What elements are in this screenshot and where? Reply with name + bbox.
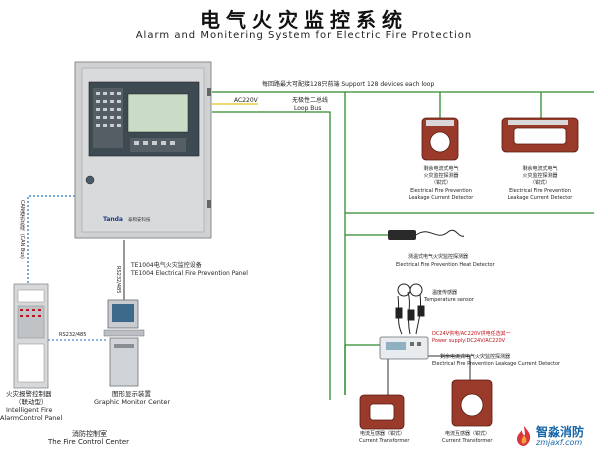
temp-sensor-cn: 温度传感器: [432, 290, 458, 296]
panel-key-lock: [85, 175, 95, 185]
loop-bus-label-en: Loop Bus: [294, 105, 322, 112]
center-cn: 消防控制室: [72, 430, 107, 438]
loop-bus-main: [212, 91, 346, 395]
leakage-detector-right: [501, 117, 579, 153]
power-supply-cn: DC24V供电/AC220V供电任选其一: [432, 331, 511, 337]
title-cn: 电气火灾监控系统: [200, 8, 408, 32]
ct-left-en: Current Transformer: [359, 438, 410, 444]
heat-detector-cn: 测温式电气火灾监控探测器: [408, 254, 469, 260]
leakage-left-cn3: （钳式）: [430, 180, 451, 186]
ac220v-label: AC220V: [234, 97, 258, 104]
leakage-module-cn: 剩余电流式电气火灾监控探测器: [440, 354, 511, 360]
panel-name-en: TE1004 Electrical Fire Prevention Panel: [131, 270, 248, 277]
loop-bus-label-cn: 无极性二总线: [292, 97, 329, 104]
panel-name-cn: TE1004电气火灾监控设备: [131, 262, 202, 269]
watermark-cn: 智淼消防: [536, 425, 585, 439]
ct-left-cn: 电流互感器（钳式）: [360, 431, 406, 437]
monitor-cn: 图形显示装置: [112, 390, 151, 398]
leakage-detector-module: [379, 336, 429, 360]
panel-brand-sub: 泰和安科技: [128, 218, 151, 223]
leakage-right-cn2: 火灾监控探测器: [522, 173, 558, 179]
loop-bus-inner: [212, 111, 331, 400]
leakage-left-cn2: 火灾监控探测器: [423, 173, 459, 179]
leakage-right-en2: Leakage Current Detector: [507, 195, 573, 201]
ct-cable-right: [420, 355, 471, 380]
temperature-sensor-probes: [395, 283, 425, 335]
panel-brand: Tanda: [103, 216, 123, 223]
leakage-left-en1: Electrical Fire Prevention: [410, 188, 472, 194]
rs232-horizontal-label: RS232/485: [59, 332, 87, 338]
rs232-vertical-label: RS232/485: [115, 266, 121, 294]
center-en: The Fire Control Center: [48, 438, 130, 446]
leakage-right-en1: Electrical Fire Prevention: [509, 188, 571, 194]
can-bus-wire: [27, 195, 75, 283]
fire-panel-cn1: 火灾报警控制器: [6, 390, 52, 398]
leakage-detector-left: [421, 117, 459, 161]
current-transformer-left: [359, 394, 405, 430]
fire-alarm-panel: [13, 283, 49, 389]
watermark-en: zmjaxf.com: [536, 438, 583, 447]
power-supply-en: Power supply:DC24V/AC220V: [432, 338, 506, 344]
watermark-logo: 智淼消防 zmjaxf.com: [514, 423, 600, 449]
current-transformer-right: [451, 379, 493, 427]
bus-capacity-label: 每回路最大可配接128只前端 Support 128 devices each …: [262, 81, 435, 88]
monitoring-panel-cabinet: [74, 61, 212, 239]
title-en: Alarm and Monitering System for Electric…: [135, 30, 473, 41]
leakage-left-en2: Leakage Current Detector: [408, 195, 474, 201]
leakage-left-cn1: 剩余电流式电气: [423, 166, 459, 172]
fire-panel-en2: AlarmControl Panel: [0, 414, 63, 422]
temp-sensor-en: Temperature sensor: [424, 297, 474, 303]
leakage-module-en: Electrical Fire Prevention Leakage Curre…: [432, 361, 561, 367]
ct-right-cn: 电流互感器（钳式）: [445, 431, 491, 437]
heat-detector: [388, 229, 465, 240]
fire-panel-en1: Intelligent Fire: [6, 406, 53, 414]
loop-bus-wires: [212, 91, 594, 400]
heat-detector-en: Electrical Fire Prevention Heat Detector: [396, 262, 495, 268]
leakage-right-cn3: （钳式）: [529, 180, 550, 186]
flame-logo-icon: [517, 426, 531, 446]
fire-panel-cn2: （联动型）: [15, 398, 48, 406]
can-bus-label: CAN通讯总线（CAN Bus）: [19, 200, 25, 263]
monitor-en: Graphic Monitor Center: [94, 398, 171, 406]
graphic-monitor: [103, 299, 145, 387]
ct-right-en: Current Transformer: [442, 438, 493, 444]
leakage-right-cn1: 剩余电流式电气: [522, 166, 558, 172]
